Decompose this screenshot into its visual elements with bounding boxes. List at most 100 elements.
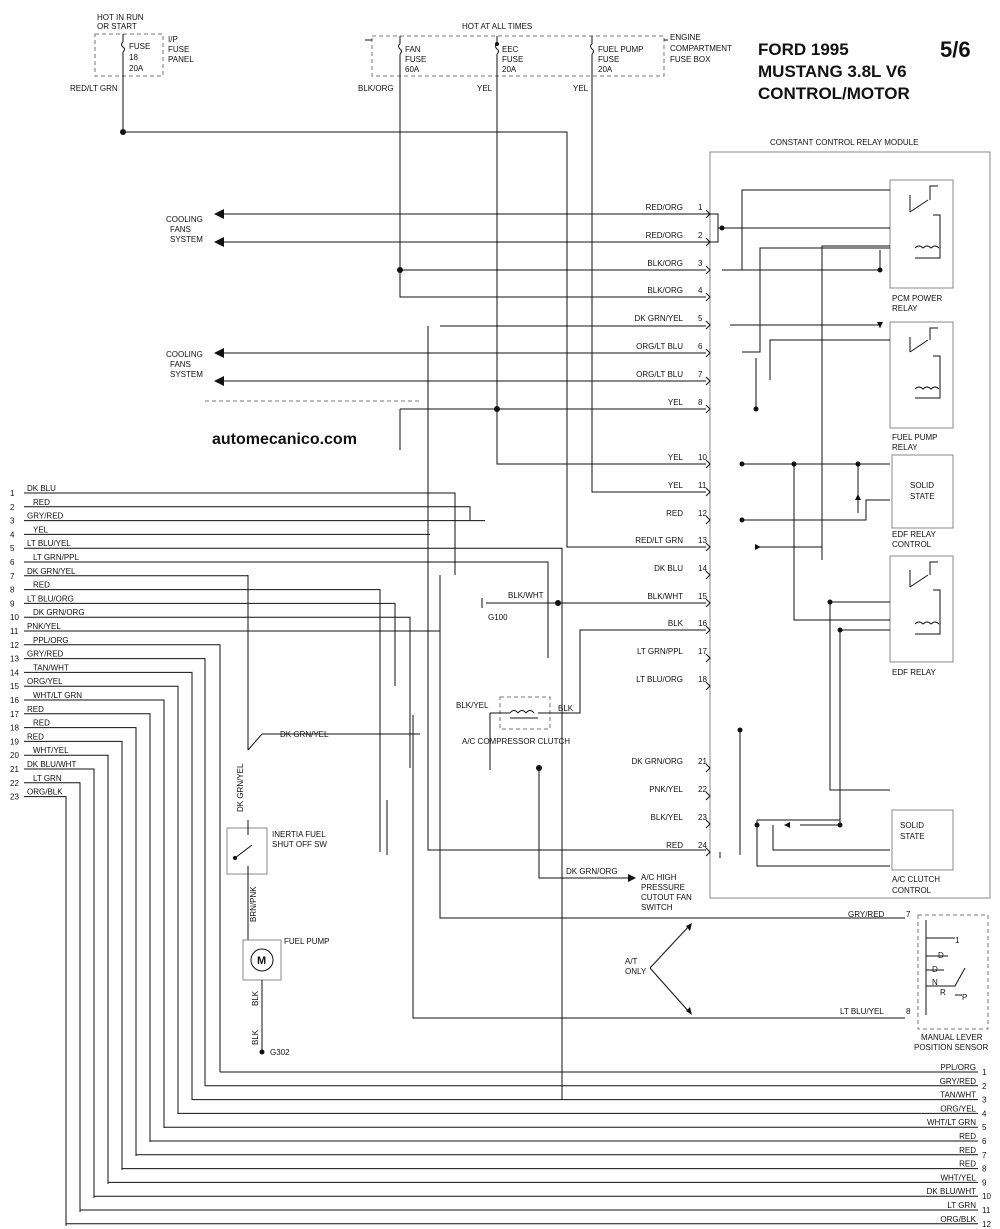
module-pin-connector [705,791,711,801]
pcm-relay-label-2: RELAY [892,304,918,313]
bottom-connector-wire-label: DK BLU/WHT [927,1187,976,1196]
left-connector-wire [24,671,193,1100]
left-connector-pin: 23 [10,793,19,802]
module-pin-connector [705,625,711,635]
dk-grn-yel-routing [386,325,706,855]
left-connector-pin: 4 [10,530,15,539]
module-outline [709,151,991,899]
module-internal-wiring [706,189,890,867]
module-pin-connector [705,515,711,525]
edf-relay-contacts [909,561,941,635]
left-connector-pin: 16 [10,696,19,705]
hot-at-all-times-label: HOT AT ALL TIMES [462,22,532,31]
g100-ground: BLK/WHT G100 [481,591,706,622]
left-connector-pin: 12 [10,641,19,650]
watermark: automecanico.com [212,431,357,448]
left-connector-pin: 13 [10,655,19,664]
ac-high-pressure-switch: DK GRN/ORG A/C HIGH PRESSURE CUTOUT FAN … [536,765,692,912]
ac-solid-state-2: STATE [900,832,925,841]
gear-r: R [940,988,946,997]
gear-d: D [938,951,944,960]
left-connector-wire-label: PPL/ORG [33,636,69,645]
bottom-connector-pin: 3 [982,1096,987,1105]
module-pin-wire-label: BLK/ORG [647,286,683,295]
bottom-connector-wire-label: LT GRN [947,1201,976,1210]
module-pin-number: 7 [698,370,703,379]
mlps-pin8: 8 [906,1007,911,1016]
module-title: CONSTANT CONTROL RELAY MODULE [770,138,918,147]
module-pin-wire-label: YEL [668,481,684,490]
left-connector-wire [24,796,67,1226]
fuse-box-label-2: COMPARTMENT [670,44,732,53]
ac-ctrl-label-1: A/C CLUTCH [892,875,940,884]
bottom-connector-pin: 10 [982,1192,991,1201]
fp-relay-contacts [909,327,941,399]
cooling-arrow-1 [214,209,224,219]
ip-fuse-box-outline [94,33,164,77]
left-connector-pin: 6 [10,558,15,567]
module-pin-wire-label: DK BLU [654,564,683,573]
module-pin-wire-label: LT GRN/PPL [637,647,683,656]
module-pin-wire-label: ORG/LT BLU [636,342,683,351]
module-pin-number: 21 [698,757,707,766]
cooling-top-2: FANS [170,225,191,234]
ac-high-label-4: SWITCH [641,903,673,912]
module-pin-number: 3 [698,259,703,268]
bottom-connector-pin: 11 [982,1206,991,1215]
ac-compressor-clutch: BLK/YEL BLK A/C COMPRESSOR CLUTCH [456,629,706,770]
module-pin-wire-label: DK GRN/ORG [631,757,683,766]
left-connector-pin: 19 [10,737,19,746]
module-pin-number: 22 [698,785,707,794]
red-lt-grn-wire [122,34,706,548]
left-connector-wire-label: WHT/YEL [33,746,69,755]
module-pin-connector [705,376,711,386]
title-block: FORD 1995 MUSTANG 3.8L V6 CONTROL/MOTOR … [758,37,971,103]
mlps-label-2: POSITION SENSOR [914,1043,988,1052]
mlps-outline [917,914,989,1030]
module-pin-wire-label: RED [666,509,683,518]
left-connector-wire-label: DK GRN/ORG [33,608,85,617]
bottom-connector-wire-label: TAN/WHT [940,1091,976,1100]
fuse18-line2: 18 [129,53,138,62]
g100-wire-label: BLK/WHT [508,591,544,600]
module-pin-wire-label: BLK [668,619,684,628]
cooling-top-3: SYSTEM [170,235,203,244]
bottom-connector-wire-label: RED [959,1132,976,1141]
left-connector-wire [24,685,179,1114]
diode-13 [755,544,761,550]
module-pin-connector [705,542,711,552]
inertia-wire-bottom-label: BRN/PNK [249,886,258,922]
g302-ground-symbol [259,1049,265,1055]
gear-p: P [962,993,967,1002]
module-pin-wire-label: ORG/LT BLU [636,370,683,379]
fan-fuse-line3: 60A [405,65,420,74]
edf-solid-state-1: SOLID [910,481,934,490]
left-connector-wire [24,740,123,1170]
fuse-box-label-3: FUSE BOX [670,55,711,64]
fuel-pump-motor-symbol [250,948,274,972]
module-pin-number: 23 [698,813,707,822]
module-pin-number: 24 [698,841,707,850]
mlps-wire7-label: GRY/RED [848,910,885,919]
inertia-wire-top-label: DK GRN/YEL [280,730,329,739]
module-pin-number: 8 [698,398,703,407]
ac-high-label-1: A/C HIGH [641,873,677,882]
inertia-fuel-pump-circuit: DK GRN/YEL DK GRN/YEL INERTIA FUEL SHUT … [226,575,420,1057]
left-connector-wire-label: LT GRN/PPL [33,553,79,562]
left-connector-wire-label: LT BLU/YEL [27,539,71,548]
ac-high-label-2: PRESSURE [641,883,685,892]
left-connector-pin: 15 [10,682,19,691]
left-connector-pin: 18 [10,724,19,733]
left-connector-wire-label: DK BLU/WHT [27,760,76,769]
left-connector-wire-label: RED [33,581,50,590]
left-connector-pin: 14 [10,668,19,677]
module-pin-wire-label: RED [666,841,683,850]
module-pin-number: 6 [698,342,703,351]
edf-solid-state-2: STATE [910,492,935,501]
left-connector-wire [24,547,563,1100]
fan-fuse-wire-label: BLK/ORG [358,84,394,93]
pcm-relay-contacts [909,185,941,259]
fuse18-line1: FUSE [129,42,150,51]
left-connector-wire-label: RED [27,705,44,714]
